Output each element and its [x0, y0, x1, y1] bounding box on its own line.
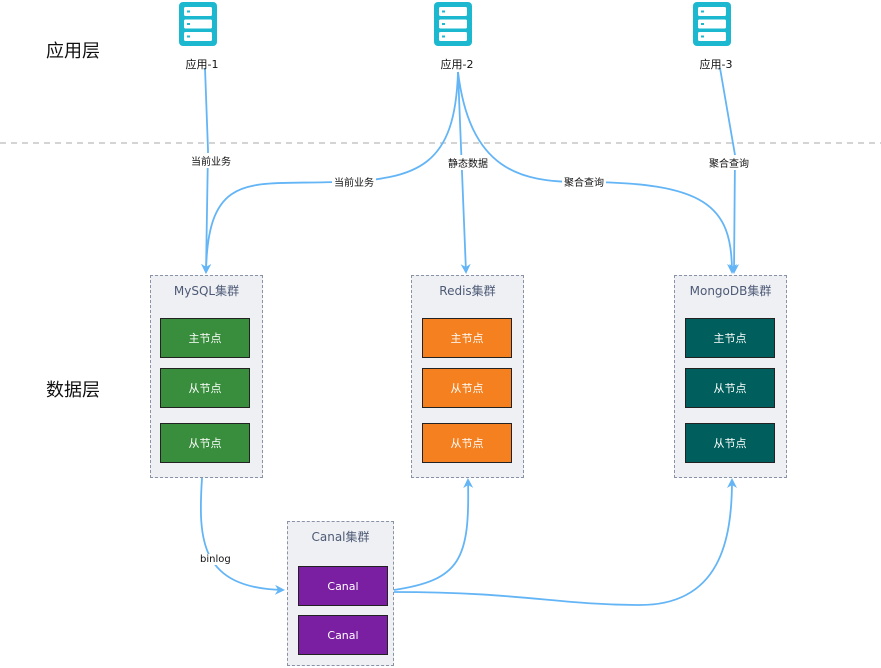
redis-master-node: 主节点 — [422, 318, 512, 358]
mongodb-slave-node: 从节点 — [685, 423, 775, 463]
app-label-1: 应用-1 — [185, 58, 219, 71]
cluster-title: Redis集群 — [439, 284, 496, 298]
edge-label-app2-mongo: 聚合查询 — [562, 174, 606, 189]
redis-slave-node: 从节点 — [422, 423, 512, 463]
mysql-cluster: MySQL集群 主节点 从节点 从节点 — [150, 275, 263, 478]
edge-label-app2-mysql: 当前业务 — [332, 174, 376, 189]
edge-mysql-canal — [199, 477, 285, 595]
mongodb-cluster: MongoDB集群 主节点 从节点 从节点 — [674, 275, 787, 478]
redis-cluster: Redis集群 主节点 从节点 从节点 — [411, 275, 524, 478]
edge-app2-mysql — [201, 71, 459, 274]
edge-label-app2-redis: 静态数据 — [446, 155, 490, 170]
server-icon — [434, 2, 472, 46]
edge-label-mysql-canal: binlog — [198, 554, 233, 565]
canal-cluster: Canal集群 Canal Canal — [287, 521, 394, 666]
edge-label-app1-mysql: 当前业务 — [189, 153, 233, 168]
edge-app3-mongo — [719, 67, 740, 274]
mongodb-master-node: 主节点 — [685, 318, 775, 358]
edge-app2-mongo — [457, 71, 737, 274]
layer-label-app: 应用层 — [46, 41, 100, 62]
cluster-title: MongoDB集群 — [689, 284, 772, 298]
layer-label-data: 数据层 — [46, 380, 100, 401]
canal-node: Canal — [298, 615, 388, 655]
mysql-master-node: 主节点 — [160, 318, 250, 358]
app-label-2: 应用-2 — [440, 58, 474, 71]
edge-canal-redis — [393, 478, 474, 591]
server-icon — [693, 2, 731, 46]
mongodb-slave-node: 从节点 — [685, 368, 775, 408]
canal-node: Canal — [298, 566, 388, 606]
mysql-slave-node: 从节点 — [160, 368, 250, 408]
edge-app1-mysql — [201, 67, 212, 274]
cluster-title: MySQL集群 — [173, 284, 240, 298]
edge-app2-redis — [457, 71, 471, 274]
mysql-slave-node: 从节点 — [160, 423, 250, 463]
edge-label-app3-mongo: 聚合查询 — [707, 155, 751, 170]
server-icon — [179, 2, 217, 46]
redis-slave-node: 从节点 — [422, 368, 512, 408]
app-label-3: 应用-3 — [699, 58, 733, 71]
cluster-title: Canal集群 — [311, 530, 370, 544]
edge-canal-mongo — [393, 478, 737, 606]
